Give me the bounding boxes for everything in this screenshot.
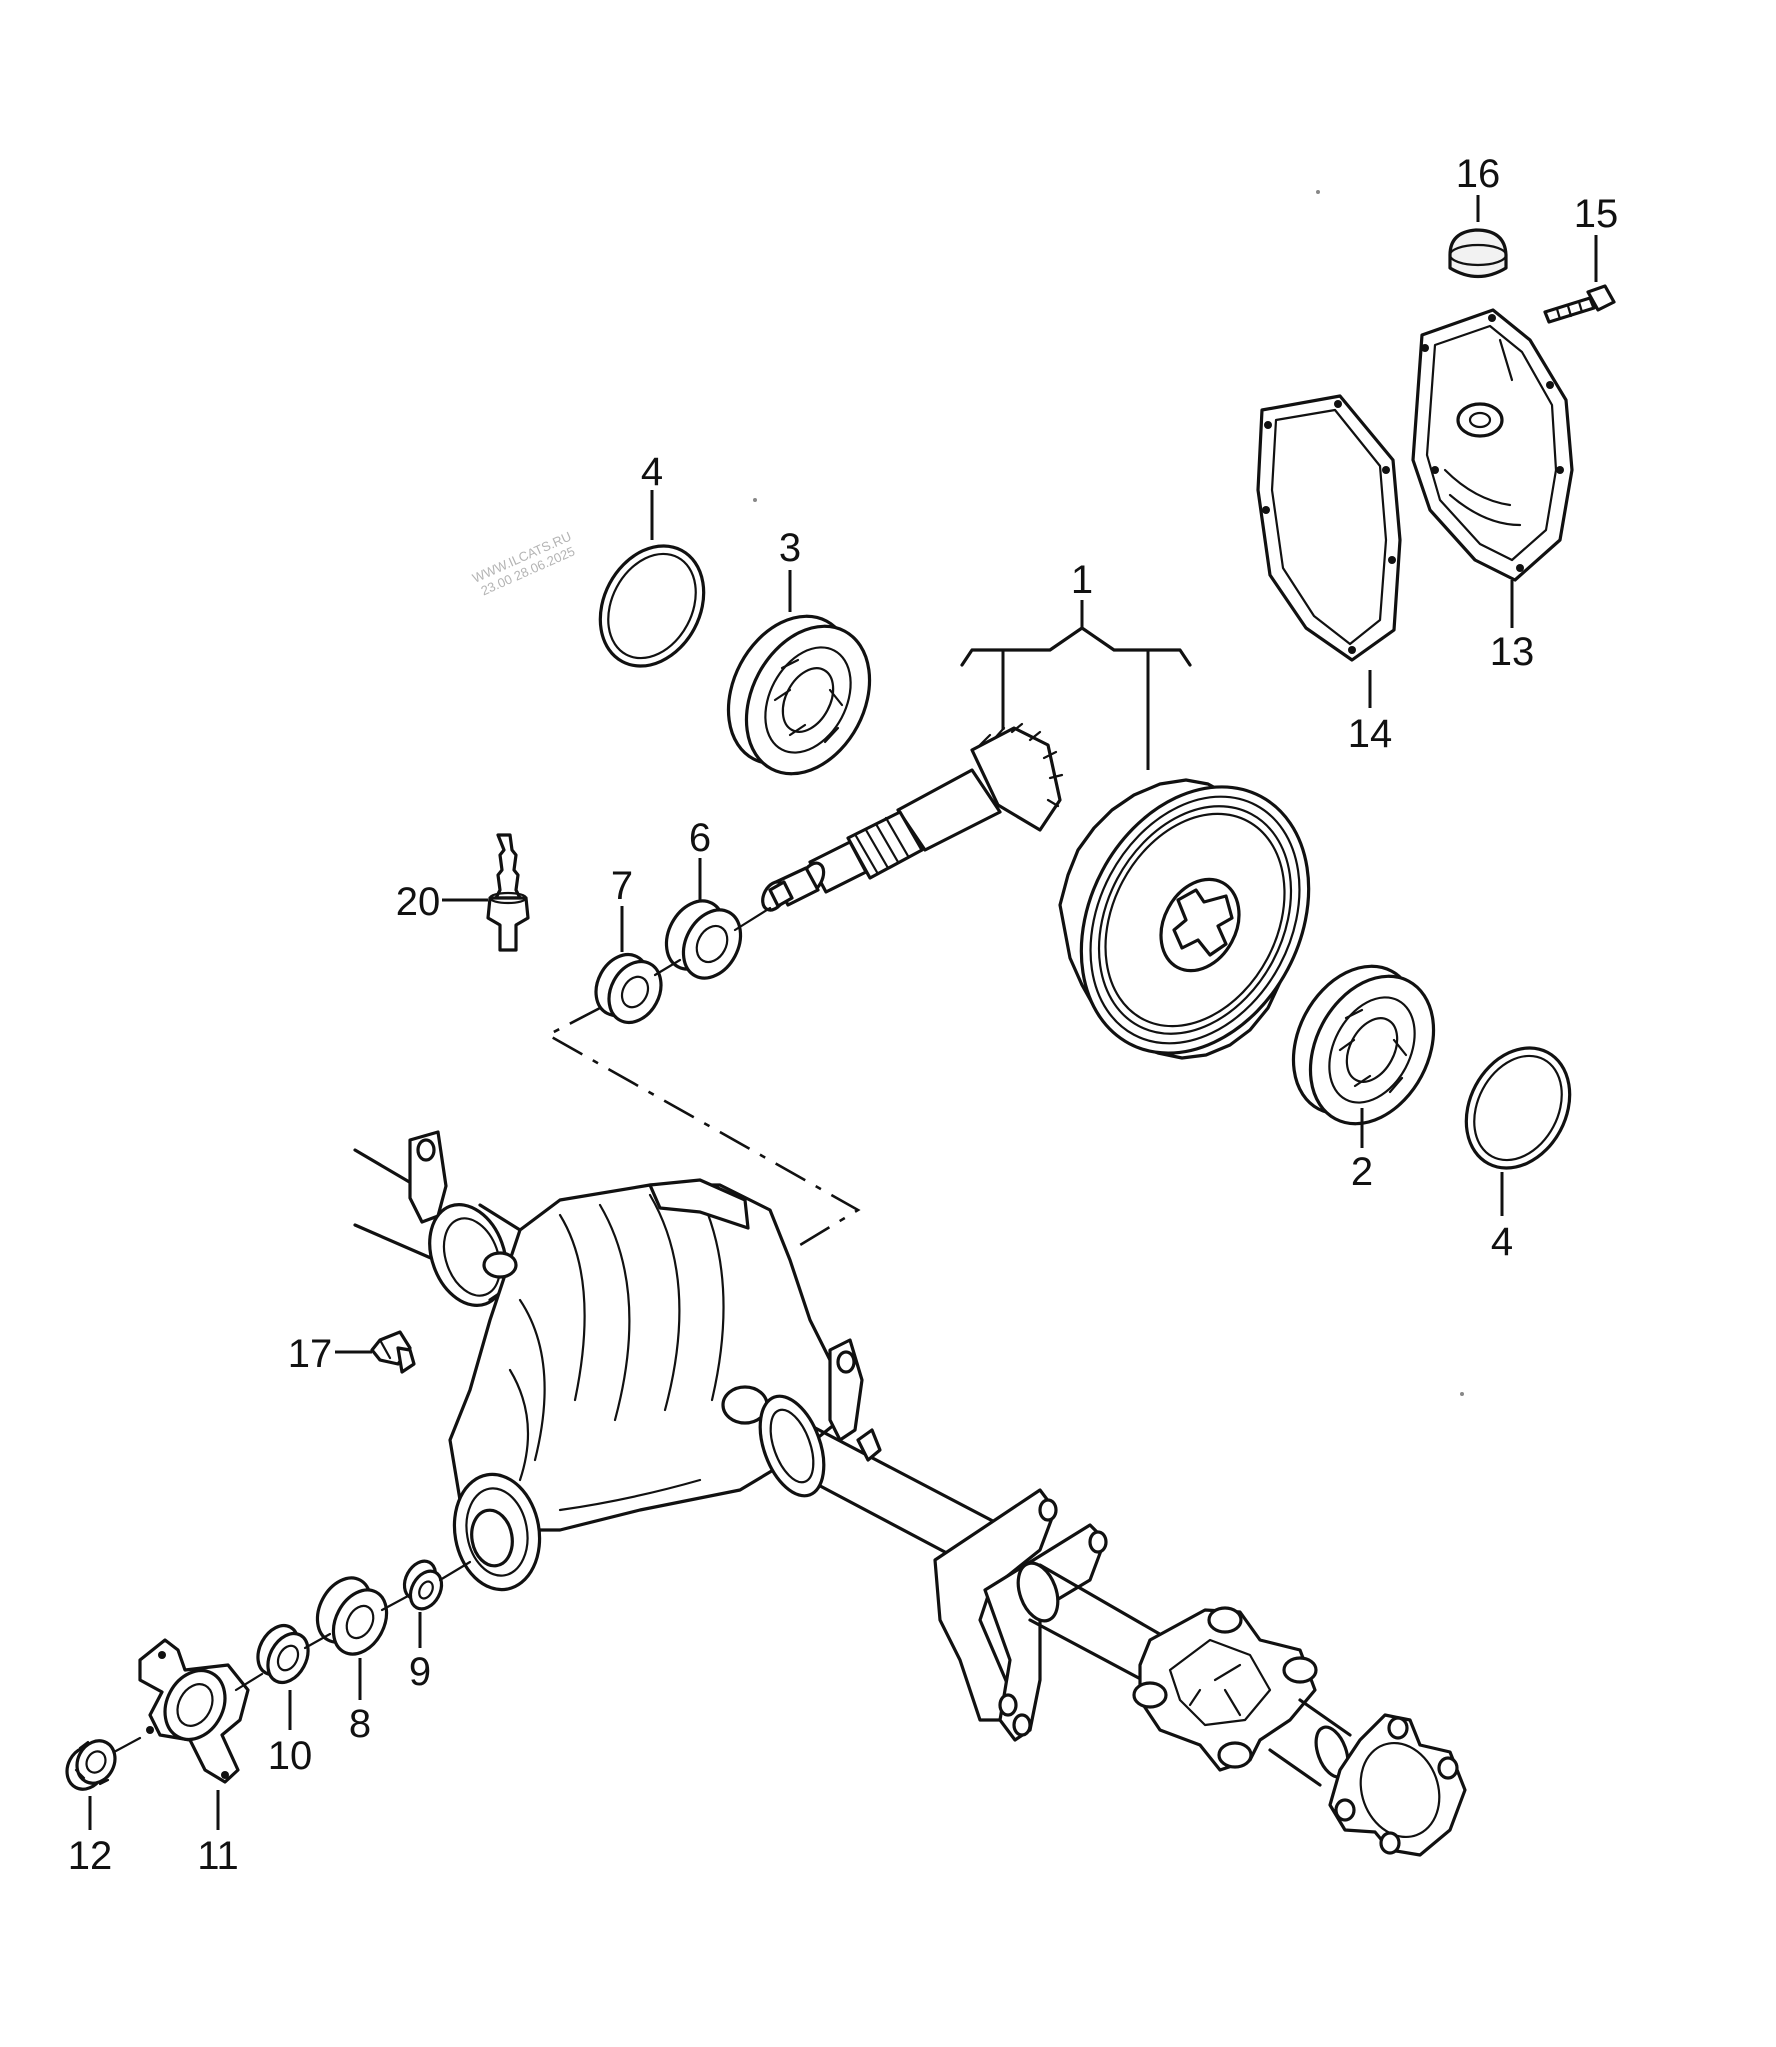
part-4-ring-lower[interactable] [1446, 1030, 1590, 1186]
callout-20[interactable]: 20 [395, 880, 441, 924]
callout-7[interactable]: 7 [610, 864, 634, 908]
speck [1460, 1392, 1464, 1396]
part-3-bearing[interactable] [704, 595, 894, 795]
part-1-crown-gear[interactable] [1037, 747, 1354, 1093]
axle-housing[interactable] [353, 1130, 1467, 1857]
axis-line-9 [438, 1560, 472, 1582]
callout-14[interactable]: 14 [1347, 712, 1393, 756]
part-11-flange[interactable] [138, 1638, 250, 1784]
part-7-seal[interactable] [586, 945, 671, 1031]
axis-line-11 [234, 1672, 264, 1692]
part-15-bolt[interactable] [1543, 284, 1616, 324]
part-14-gasket[interactable] [1256, 394, 1402, 662]
part-1-pinion-shaft[interactable] [758, 722, 1064, 914]
axis-line-8 [380, 1594, 410, 1612]
part-2-bearing[interactable] [1269, 945, 1458, 1145]
axis-line-12 [112, 1736, 142, 1754]
callout-3[interactable]: 3 [778, 526, 802, 570]
callout-8[interactable]: 8 [348, 1702, 372, 1746]
part-9-seal[interactable] [398, 1556, 448, 1614]
callout-10[interactable]: 10 [267, 1734, 313, 1778]
callout-1[interactable]: 1 [1070, 558, 1094, 602]
assembly-dash-line [545, 1006, 861, 1247]
callout-6[interactable]: 6 [688, 816, 712, 860]
part-12-nut[interactable] [60, 1734, 122, 1796]
callout-15[interactable]: 15 [1573, 192, 1619, 236]
part-20-breather[interactable] [486, 833, 530, 952]
callout-2[interactable]: 2 [1350, 1150, 1374, 1194]
callout-11[interactable]: 11 [197, 1834, 239, 1878]
axis-line-10 [303, 1632, 332, 1650]
callout-9[interactable]: 9 [408, 1650, 432, 1694]
part-6-bearing[interactable] [655, 891, 752, 988]
part-10-seal[interactable] [250, 1619, 316, 1690]
axis-line-7 [653, 958, 682, 977]
part-8-bearing[interactable] [307, 1569, 397, 1664]
axis-line-6 [733, 906, 772, 932]
callout-4-lower[interactable]: 4 [1490, 1220, 1514, 1264]
callout-16[interactable]: 16 [1455, 152, 1501, 196]
speck [1316, 190, 1320, 194]
speck [753, 498, 757, 502]
callout-13[interactable]: 13 [1489, 630, 1535, 674]
part-13-cover[interactable] [1411, 308, 1574, 582]
callout-12[interactable]: 12 [67, 1834, 113, 1878]
part-17-plug[interactable] [370, 1330, 416, 1374]
part-16-cap[interactable] [1448, 228, 1508, 279]
part-4-ring-upper[interactable] [580, 528, 724, 684]
callout-17[interactable]: 17 [287, 1332, 333, 1376]
callout-4-upper[interactable]: 4 [640, 450, 664, 494]
part-1-bracket [960, 600, 1192, 770]
